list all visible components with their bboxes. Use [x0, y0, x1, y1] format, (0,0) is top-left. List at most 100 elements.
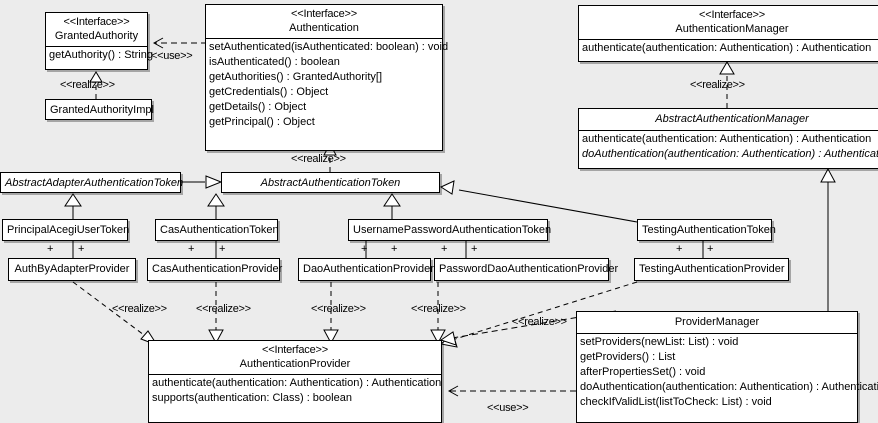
- association-plus-userpass-4: +: [471, 243, 478, 255]
- class-header: <<Interface>> Authentication: [206, 5, 442, 39]
- edge-label-realize-cas-authentication-provider: <<realize>>: [196, 303, 251, 315]
- class-header: <<Interface>> AuthenticationProvider: [149, 341, 441, 375]
- class-abstract-authentication-manager[interactable]: AbstractAuthenticationManager authentica…: [578, 108, 878, 169]
- class-header: TestingAuthenticationToken: [638, 220, 776, 241]
- class-header: ProviderManager: [577, 312, 857, 334]
- association-plus-userpass-2: +: [391, 243, 398, 255]
- class-header: AbstractAuthenticationManager: [579, 109, 878, 131]
- class-header: DaoAuthenticationProvider: [299, 259, 434, 280]
- class-operations: getAuthority() : String: [46, 47, 153, 64]
- class-operations: setAuthenticated(isAuthenticated: boolea…: [206, 39, 449, 131]
- association-plus-cas-right: +: [219, 243, 226, 255]
- operation: doAuthentication(authentication: Authent…: [580, 381, 878, 393]
- edge-label-use-authentication-granted-authority: <<use>>: [151, 50, 193, 62]
- stereotype-label: <<Interface>>: [699, 9, 765, 21]
- edge-label-realize-abstract-authentication-manager: <<realize>>: [690, 79, 745, 91]
- class-authentication-manager[interactable]: <<Interface>> AuthenticationManager auth…: [578, 5, 878, 62]
- edge-label-realize-abstract-authentication-token: <<realize>>: [291, 153, 346, 165]
- class-name: GrantedAuthorityImpl: [50, 104, 154, 116]
- class-provider-manager[interactable]: ProviderManager setProviders(newList: Li…: [576, 311, 878, 423]
- class-abstract-adapter-authentication-token[interactable]: AbstractAdapterAuthenticationToken: [0, 172, 184, 194]
- class-operations: authenticate(authentication: Authenticat…: [149, 375, 441, 407]
- association-plus-cas-left: +: [188, 243, 195, 255]
- operation: supports(authentication: Class) : boolea…: [152, 392, 352, 404]
- class-authentication[interactable]: <<Interface>> Authentication setAuthenti…: [205, 4, 449, 151]
- operation: setAuthenticated(isAuthenticated: boolea…: [209, 41, 449, 53]
- edge-label-realize-auth-by-adapter-provider: <<realize>>: [112, 303, 167, 315]
- edge-label-realize-testing-authentication-provider: <<realize>>: [512, 316, 567, 328]
- operation: afterPropertiesSet() : void: [580, 366, 706, 378]
- stereotype-label: <<Interface>>: [262, 344, 328, 356]
- class-name: CasAuthenticationProvider: [152, 263, 283, 275]
- operation: getProviders() : List: [580, 351, 676, 363]
- association-plus-userpass-1: +: [361, 243, 368, 255]
- stereotype-label: <<Interface>>: [63, 16, 130, 28]
- association-plus-testing-left: +: [676, 243, 683, 255]
- class-cas-authentication-provider[interactable]: CasAuthenticationProvider: [147, 258, 283, 281]
- class-cas-authentication-token[interactable]: CasAuthenticationToken: [155, 219, 279, 241]
- operation: getPrincipal() : Object: [209, 116, 315, 128]
- operation: isAuthenticated() : boolean: [209, 56, 340, 68]
- association-plus-userpass-3: +: [441, 243, 448, 255]
- class-name: PasswordDaoAuthenticationProvider: [439, 263, 619, 275]
- class-header: TestingAuthenticationProvider: [635, 259, 788, 280]
- operation: getCredentials() : Object: [209, 86, 329, 98]
- class-name: GrantedAuthority: [54, 30, 139, 42]
- class-header: AbstractAdapterAuthenticationToken: [1, 173, 184, 194]
- association-plus-testing-right: +: [707, 243, 714, 255]
- class-name: Authentication: [289, 22, 359, 34]
- class-name: AuthByAdapterProvider: [14, 263, 130, 275]
- class-authentication-provider[interactable]: <<Interface>> AuthenticationProvider aut…: [148, 340, 442, 423]
- class-auth-by-adapter-provider[interactable]: AuthByAdapterProvider: [8, 258, 136, 281]
- class-granted-authority[interactable]: <<Interface>> GrantedAuthority getAuthor…: [45, 12, 153, 70]
- class-testing-authentication-token[interactable]: TestingAuthenticationToken: [637, 219, 776, 241]
- class-principal-acegi-user-token[interactable]: PrincipalAcegiUserToken: [2, 219, 130, 241]
- class-header: GrantedAuthorityImpl: [46, 100, 154, 121]
- class-operations: authenticate(authentication: Authenticat…: [579, 131, 878, 163]
- class-abstract-authentication-token[interactable]: AbstractAuthenticationToken: [221, 172, 440, 193]
- class-header: CasAuthenticationToken: [156, 220, 279, 241]
- edge-label-realize-password-dao-authentication-provider: <<realize>>: [411, 303, 466, 315]
- operation: authenticate(authentication: Authenticat…: [582, 42, 872, 54]
- association-plus-principal-left: +: [47, 243, 54, 255]
- class-password-dao-authentication-provider[interactable]: PasswordDaoAuthenticationProvider: [434, 258, 619, 281]
- edge-label-use-provider-manager-authentication-provider: <<use>>: [487, 402, 529, 414]
- class-header: UsernamePasswordAuthenticationToken: [349, 220, 552, 241]
- class-name: TestingAuthenticationToken: [642, 224, 776, 236]
- edge-label-realize-granted-authority-impl: <<realize>>: [60, 79, 115, 91]
- class-name: AuthenticationProvider: [239, 358, 351, 370]
- operation: doAuthentication(authentication: Authent…: [582, 148, 878, 160]
- class-name: AbstractAuthenticationToken: [260, 177, 401, 189]
- class-username-password-authentication-token[interactable]: UsernamePasswordAuthenticationToken: [348, 219, 552, 241]
- operation: getDetails() : Object: [209, 101, 307, 113]
- class-name: PrincipalAcegiUserToken: [7, 224, 130, 236]
- class-name: UsernamePasswordAuthenticationToken: [353, 224, 552, 236]
- class-header: PasswordDaoAuthenticationProvider: [435, 259, 619, 280]
- class-name: AbstractAuthenticationManager: [655, 113, 809, 125]
- class-name: ProviderManager: [674, 316, 760, 328]
- class-operations: setProviders(newList: List) : void getPr…: [577, 334, 878, 411]
- class-header: AbstractAuthenticationToken: [222, 173, 439, 194]
- operation: authenticate(authentication: Authenticat…: [582, 133, 872, 145]
- edge-label-realize-dao-authentication-provider: <<realize>>: [311, 303, 366, 315]
- class-name: AuthenticationManager: [675, 23, 789, 35]
- operation: authenticate(authentication: Authenticat…: [152, 377, 442, 389]
- class-header: PrincipalAcegiUserToken: [3, 220, 130, 241]
- class-name: CasAuthenticationToken: [160, 224, 279, 236]
- class-granted-authority-impl[interactable]: GrantedAuthorityImpl: [45, 99, 154, 121]
- class-header: <<Interface>> AuthenticationManager: [579, 6, 878, 40]
- stereotype-label: <<Interface>>: [291, 8, 357, 20]
- class-name: TestingAuthenticationProvider: [639, 263, 785, 275]
- class-name: AbstractAdapterAuthenticationToken: [5, 177, 184, 189]
- class-testing-authentication-provider[interactable]: TestingAuthenticationProvider: [634, 258, 789, 281]
- operation: getAuthority() : String: [49, 49, 153, 61]
- operation: setProviders(newList: List) : void: [580, 336, 739, 348]
- association-plus-principal-right: +: [78, 243, 85, 255]
- class-header: AuthByAdapterProvider: [9, 259, 135, 280]
- class-dao-authentication-provider[interactable]: DaoAuthenticationProvider: [298, 258, 434, 281]
- class-header: <<Interface>> GrantedAuthority: [46, 13, 147, 47]
- class-header: CasAuthenticationProvider: [148, 259, 283, 280]
- operation: checkIfValidList(listToCheck: List) : vo…: [580, 396, 772, 408]
- class-operations: authenticate(authentication: Authenticat…: [579, 40, 878, 57]
